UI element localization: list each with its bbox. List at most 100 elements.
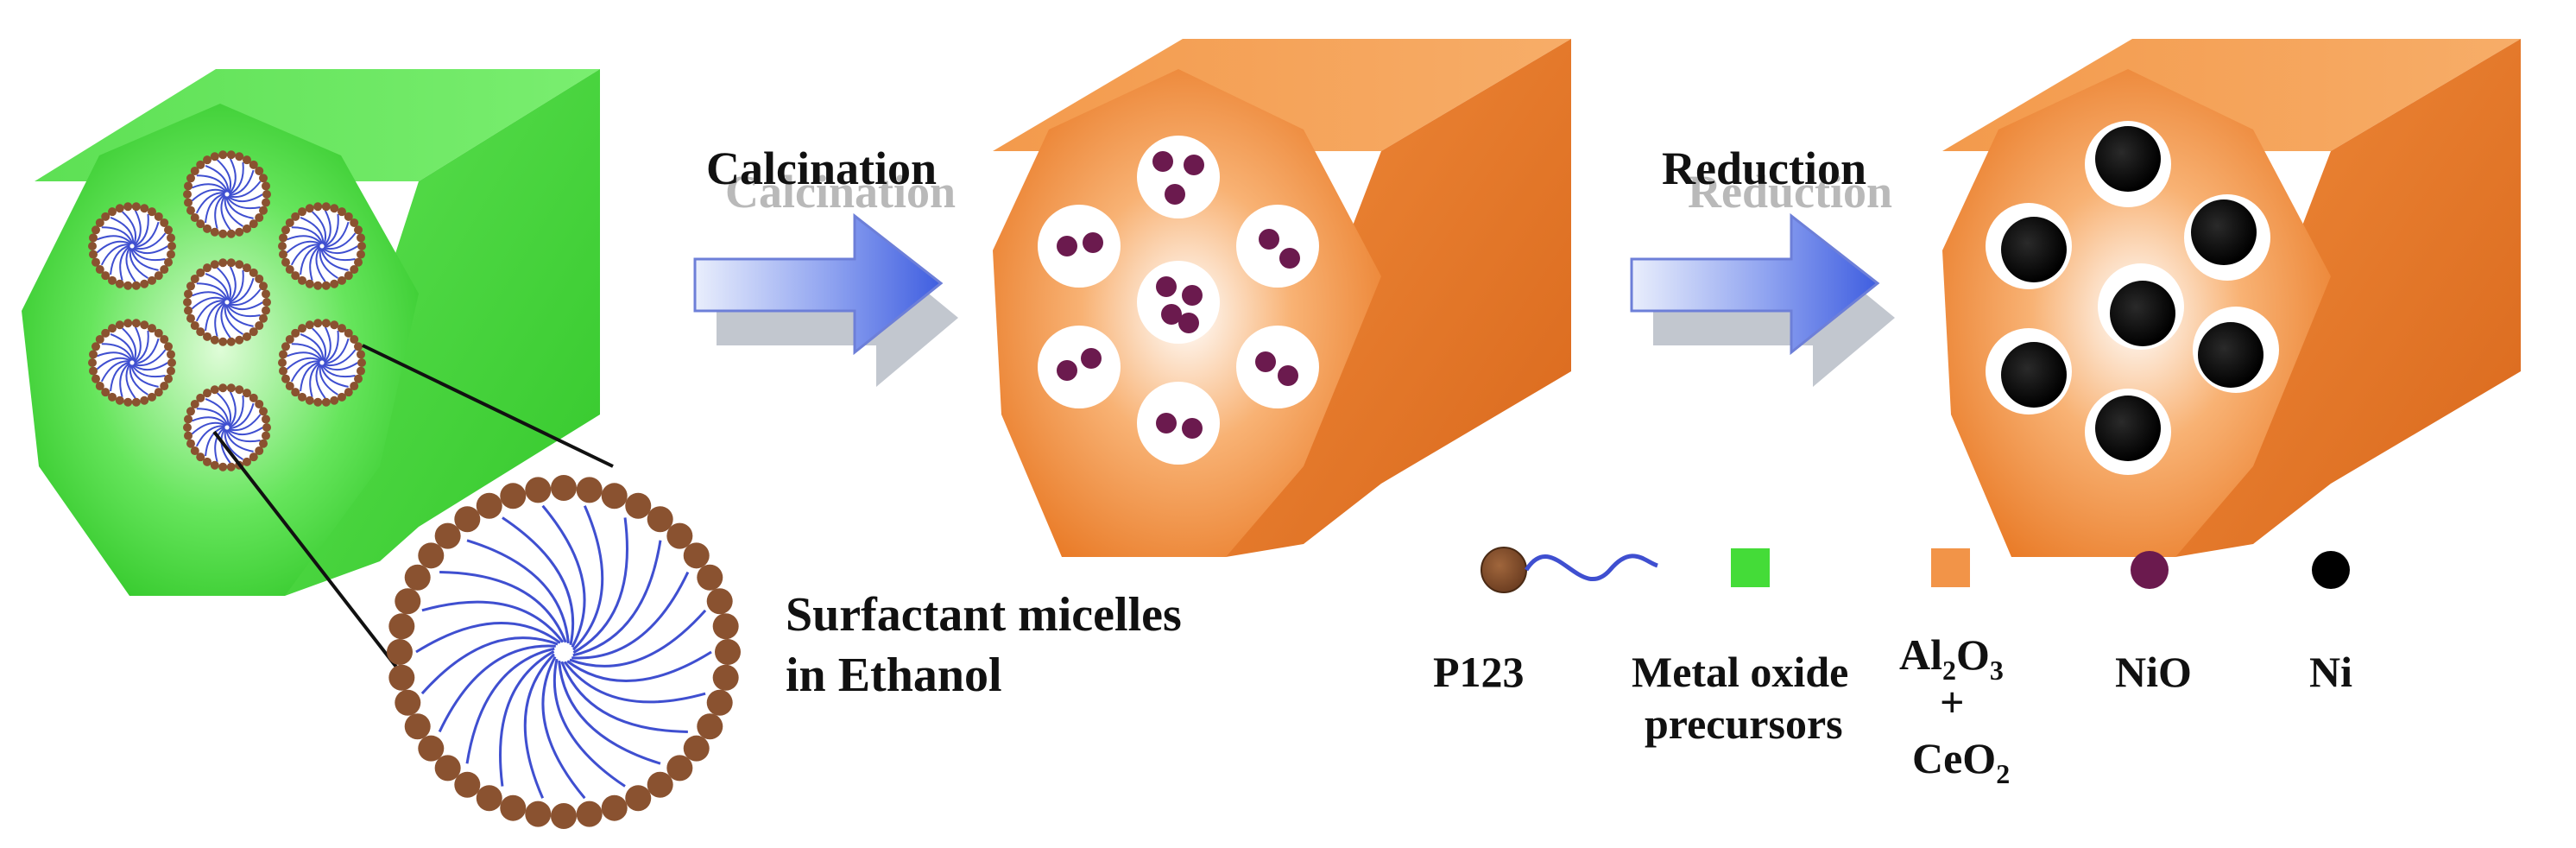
small-micelle-bead <box>167 242 176 250</box>
small-micelle-tail <box>323 232 357 250</box>
p123-tail-icon <box>1524 554 1658 582</box>
zoom-line-left <box>212 430 403 675</box>
large-micelle-bead <box>434 755 461 782</box>
small-micelle-tail <box>191 296 226 310</box>
small-micelle-tail <box>196 174 229 193</box>
small-micelle-tail <box>133 349 167 367</box>
small-micelle-bead <box>262 423 271 432</box>
small-micelle-bead <box>140 204 149 213</box>
small-micelle-bead <box>203 389 212 398</box>
small-micelle-bead <box>154 328 163 338</box>
small-micelle-bead <box>262 190 271 199</box>
small-micelle-bead <box>166 233 175 243</box>
small-micelle-bead <box>166 250 175 259</box>
small-micelle-tail <box>286 357 321 370</box>
small-micelle-tail <box>130 248 159 271</box>
small-micelle-bead <box>123 281 133 290</box>
small-micelle-bead <box>354 257 363 267</box>
small-micelle-bead <box>243 155 251 165</box>
small-micelle-tail <box>324 221 350 249</box>
small-micelle-bead <box>344 271 353 281</box>
small-micelle-tail <box>226 429 261 443</box>
small-micelle-bead <box>235 260 244 269</box>
small-micelle-bead <box>140 320 149 330</box>
ni-pore <box>1986 328 2072 415</box>
large-micelle-bead <box>525 477 552 503</box>
small-micelle-bead <box>148 324 156 333</box>
large-micelle-bead <box>395 689 421 716</box>
legend-precursor: Metal oxide precursors <box>1632 548 1848 748</box>
small-micelle-bead <box>190 213 199 223</box>
ni-particle <box>2001 342 2067 408</box>
large-micelle-bead <box>525 801 552 827</box>
legend-support-ce: CeO2 <box>1912 734 2010 789</box>
small-micelle-tail <box>324 213 339 248</box>
micelle-zoom <box>387 475 741 829</box>
micelle-label-line1: Surfactant micelles <box>786 588 1182 642</box>
ni-particle <box>2095 396 2161 461</box>
small-micelle-bead <box>278 242 287 250</box>
small-micelle-bead <box>226 337 236 346</box>
small-micelle-bead <box>196 393 205 402</box>
small-micelle-bead <box>243 389 251 398</box>
small-micelle-bead <box>184 289 193 299</box>
small-micelle-tail <box>132 362 168 371</box>
small-micelle-tail <box>134 221 160 249</box>
small-micelle-bead <box>356 250 365 259</box>
small-micelle-tail <box>309 362 320 398</box>
small-micelle-tail <box>321 364 356 378</box>
large-micelle-tail <box>439 571 567 643</box>
small-micelle-tail <box>228 391 237 427</box>
small-micelle-bead <box>140 279 149 288</box>
nio-pore <box>1038 326 1121 408</box>
large-micelle-tail <box>552 658 626 788</box>
small-micelle-tail <box>322 245 358 255</box>
small-micelle-bead <box>186 174 195 183</box>
large-micelle-bead <box>551 475 577 501</box>
ni-pore <box>2184 194 2270 281</box>
small-micelle-bead <box>115 396 124 405</box>
small-micelle-bead <box>313 202 323 212</box>
small-micelle-bead <box>235 385 244 395</box>
large-micelle-tail <box>572 505 604 651</box>
small-micelle <box>183 150 271 238</box>
small-micelle-bead <box>249 219 258 229</box>
small-micelle-bead <box>148 207 156 217</box>
small-micelle-bead <box>243 332 251 341</box>
legend-ni: Ni <box>2309 551 2352 696</box>
small-micelle-tail <box>96 357 131 370</box>
large-micelle-bead <box>404 713 431 740</box>
small-micelle-tail <box>134 330 149 364</box>
reduction-arrow-body <box>1630 212 1880 356</box>
small-micelle-bead <box>279 250 288 259</box>
small-micelle-bead <box>131 397 141 407</box>
precursor-swatch <box>1731 548 1770 587</box>
small-micelle-tail <box>286 240 321 254</box>
large-micelle-bead <box>387 639 413 665</box>
nio-particle <box>1161 304 1182 325</box>
legend-nio: NiO <box>2115 551 2192 696</box>
large-micelle-bead <box>712 664 739 691</box>
small-micelle-bead <box>218 229 228 238</box>
small-micelle-tail <box>214 193 225 230</box>
small-micelle-bead <box>356 366 365 376</box>
small-micelle-bead <box>95 334 104 344</box>
small-micelle-tail <box>300 361 320 392</box>
large-micelle-tail <box>541 655 586 800</box>
large-micelle-bead <box>454 771 481 798</box>
small-micelle-bead <box>160 334 169 344</box>
small-micelle-bead <box>88 358 97 367</box>
small-micelle-bead <box>186 206 195 215</box>
small-micelle-tail <box>129 364 148 396</box>
small-micelle-tail <box>290 360 320 383</box>
small-micelle-bead <box>160 265 169 275</box>
small-micelle-bead <box>354 342 363 351</box>
ni-pores <box>1986 121 2279 475</box>
small-micelle-bead <box>101 271 110 281</box>
small-micelle-tail <box>290 244 320 266</box>
small-micelle-tail <box>229 269 244 304</box>
nio-particle <box>1152 151 1173 172</box>
small-micelle-bead <box>190 166 199 175</box>
small-micelle-bead <box>166 350 175 359</box>
small-micelle-tail <box>320 364 349 388</box>
